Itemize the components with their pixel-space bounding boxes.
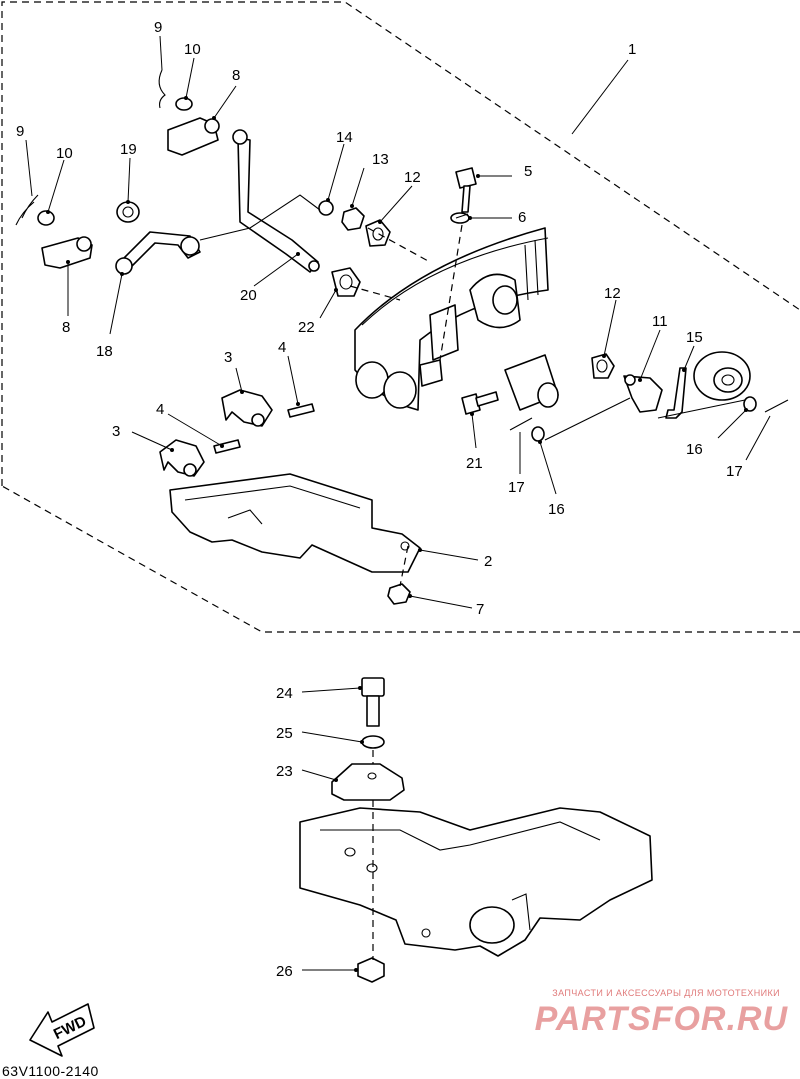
callout-4-upper: 4 <box>278 339 286 356</box>
bolt-24 <box>361 677 385 727</box>
callout-11: 11 <box>652 313 668 330</box>
ball-joint-right <box>693 351 751 401</box>
washer-25 <box>361 735 385 749</box>
collar-19 <box>116 201 140 223</box>
callout-3-upper: 3 <box>224 349 232 366</box>
washer-10-upper <box>175 97 193 111</box>
ball-joint-8-left <box>41 236 93 269</box>
callout-18: 18 <box>96 343 113 360</box>
washer-16-right <box>743 396 757 412</box>
callout-26: 26 <box>276 963 293 980</box>
callout-9-upper: 9 <box>154 19 162 36</box>
callout-6: 6 <box>518 209 526 226</box>
callout-10-left: 10 <box>56 145 73 162</box>
callout-17-right: 17 <box>726 463 743 480</box>
callout-16-mid: 16 <box>548 501 565 518</box>
pin-17-mid <box>509 417 533 431</box>
callout-1: 1 <box>628 41 636 58</box>
nut-7 <box>387 583 411 605</box>
callout-12-right: 12 <box>604 285 621 302</box>
watermark: ЗАПЧАСТИ И АКСЕССУАРЫ ДЛЯ МОТОТЕХНИКИ PA… <box>535 988 789 1038</box>
callout-10-upper: 10 <box>184 41 201 58</box>
lever-3-upper <box>221 389 273 427</box>
lever-3-lower <box>159 439 205 477</box>
watermark-tagline: ЗАПЧАСТИ И АКСЕССУАРЫ ДЛЯ МОТОТЕХНИКИ <box>552 988 780 998</box>
bushing-22 <box>331 267 361 297</box>
callout-20: 20 <box>240 287 257 304</box>
callout-16-right: 16 <box>686 441 703 458</box>
assembly-boundary <box>1 1 800 633</box>
bushing-12-right <box>591 353 615 379</box>
bushing-12-upper <box>365 219 391 247</box>
washer-16-mid <box>531 426 545 442</box>
clip-9-upper <box>158 69 166 109</box>
pin-4-upper <box>287 403 315 418</box>
washer-14 <box>318 200 334 216</box>
link-rod-15 <box>665 367 687 419</box>
callout-5: 5 <box>524 163 532 180</box>
callout-3-lower: 3 <box>112 423 120 440</box>
callout-24: 24 <box>276 685 293 702</box>
assembly-line <box>544 397 746 441</box>
bolt-5 <box>455 167 477 213</box>
callouts: 1 2 3 3 4 4 5 6 7 8 8 9 9 10 10 11 12 12… <box>16 19 743 980</box>
pin-17-right <box>764 399 789 413</box>
callout-8-upper: 8 <box>232 67 240 84</box>
callout-12-upper: 12 <box>404 169 421 186</box>
washer-10-left <box>37 210 55 226</box>
watermark-brand: PARTSFOR.RU <box>535 1000 789 1038</box>
case-section <box>354 227 559 411</box>
callout-19: 19 <box>120 141 137 158</box>
swivel-bracket <box>299 807 653 957</box>
bolt-21 <box>461 391 499 415</box>
callout-9-left: 9 <box>16 123 24 140</box>
leader-lines <box>25 35 771 972</box>
callout-7: 7 <box>476 601 484 618</box>
bracket-2 <box>169 473 421 573</box>
callout-13: 13 <box>372 151 389 168</box>
fwd-arrow-icon: FWD <box>29 1003 95 1057</box>
callout-14: 14 <box>336 129 353 146</box>
callout-15: 15 <box>686 329 703 346</box>
callout-4-lower: 4 <box>156 401 164 418</box>
clip-9-left <box>15 194 39 226</box>
callout-22: 22 <box>298 319 315 336</box>
callout-2: 2 <box>484 553 492 570</box>
callout-21: 21 <box>466 455 483 472</box>
nut-26 <box>357 957 385 983</box>
callout-8-lower: 8 <box>62 319 70 336</box>
callout-17-mid: 17 <box>508 479 525 496</box>
pin-4-lower <box>213 439 241 454</box>
link-rod-18 <box>115 231 201 275</box>
diagram-code: 63V1100-2140 <box>2 1063 99 1079</box>
nut-13 <box>341 207 365 231</box>
plate-23 <box>331 763 405 801</box>
callout-25: 25 <box>276 725 293 742</box>
ball-joint-8-upper <box>167 117 220 156</box>
throttle-link-rod-20 <box>232 129 320 273</box>
lever-11 <box>623 374 663 413</box>
callout-23: 23 <box>276 763 293 780</box>
